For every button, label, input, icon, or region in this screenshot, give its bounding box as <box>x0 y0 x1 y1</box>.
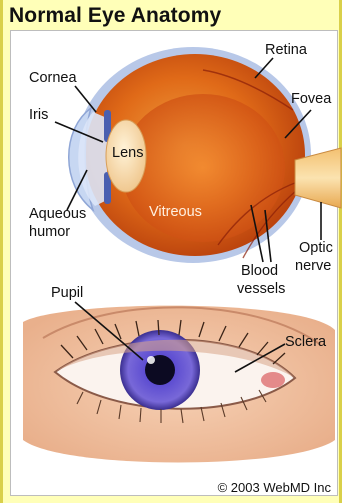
catchlight <box>147 356 155 364</box>
label-cornea: Cornea <box>29 70 77 86</box>
label-pupil: Pupil <box>51 285 83 301</box>
eye-anatomy-illustration: Cornea Retina Iris Fovea Lens Aqueous hu… <box>3 0 342 503</box>
label-optic-line1: Optic <box>299 240 333 256</box>
copyright-notice: © 2003 WebMD Inc <box>218 480 331 495</box>
label-aqueous-line1: Aqueous <box>29 206 86 222</box>
eye-front-view <box>23 306 335 463</box>
label-optic-line2: nerve <box>295 258 331 274</box>
tear-duct-corner <box>261 372 285 388</box>
vitreous-chamber <box>121 94 285 242</box>
label-iris: Iris <box>29 107 48 123</box>
label-lens: Lens <box>112 145 143 161</box>
label-fovea: Fovea <box>291 91 332 107</box>
label-vitreous: Vitreous <box>149 204 202 220</box>
label-blood-line2: vessels <box>237 281 285 297</box>
label-sclera: Sclera <box>285 334 327 350</box>
label-aqueous-line2: humor <box>29 224 70 240</box>
label-blood-line1: Blood <box>241 263 278 279</box>
eyeball-cross-section <box>69 47 341 263</box>
label-retina: Retina <box>265 42 308 58</box>
